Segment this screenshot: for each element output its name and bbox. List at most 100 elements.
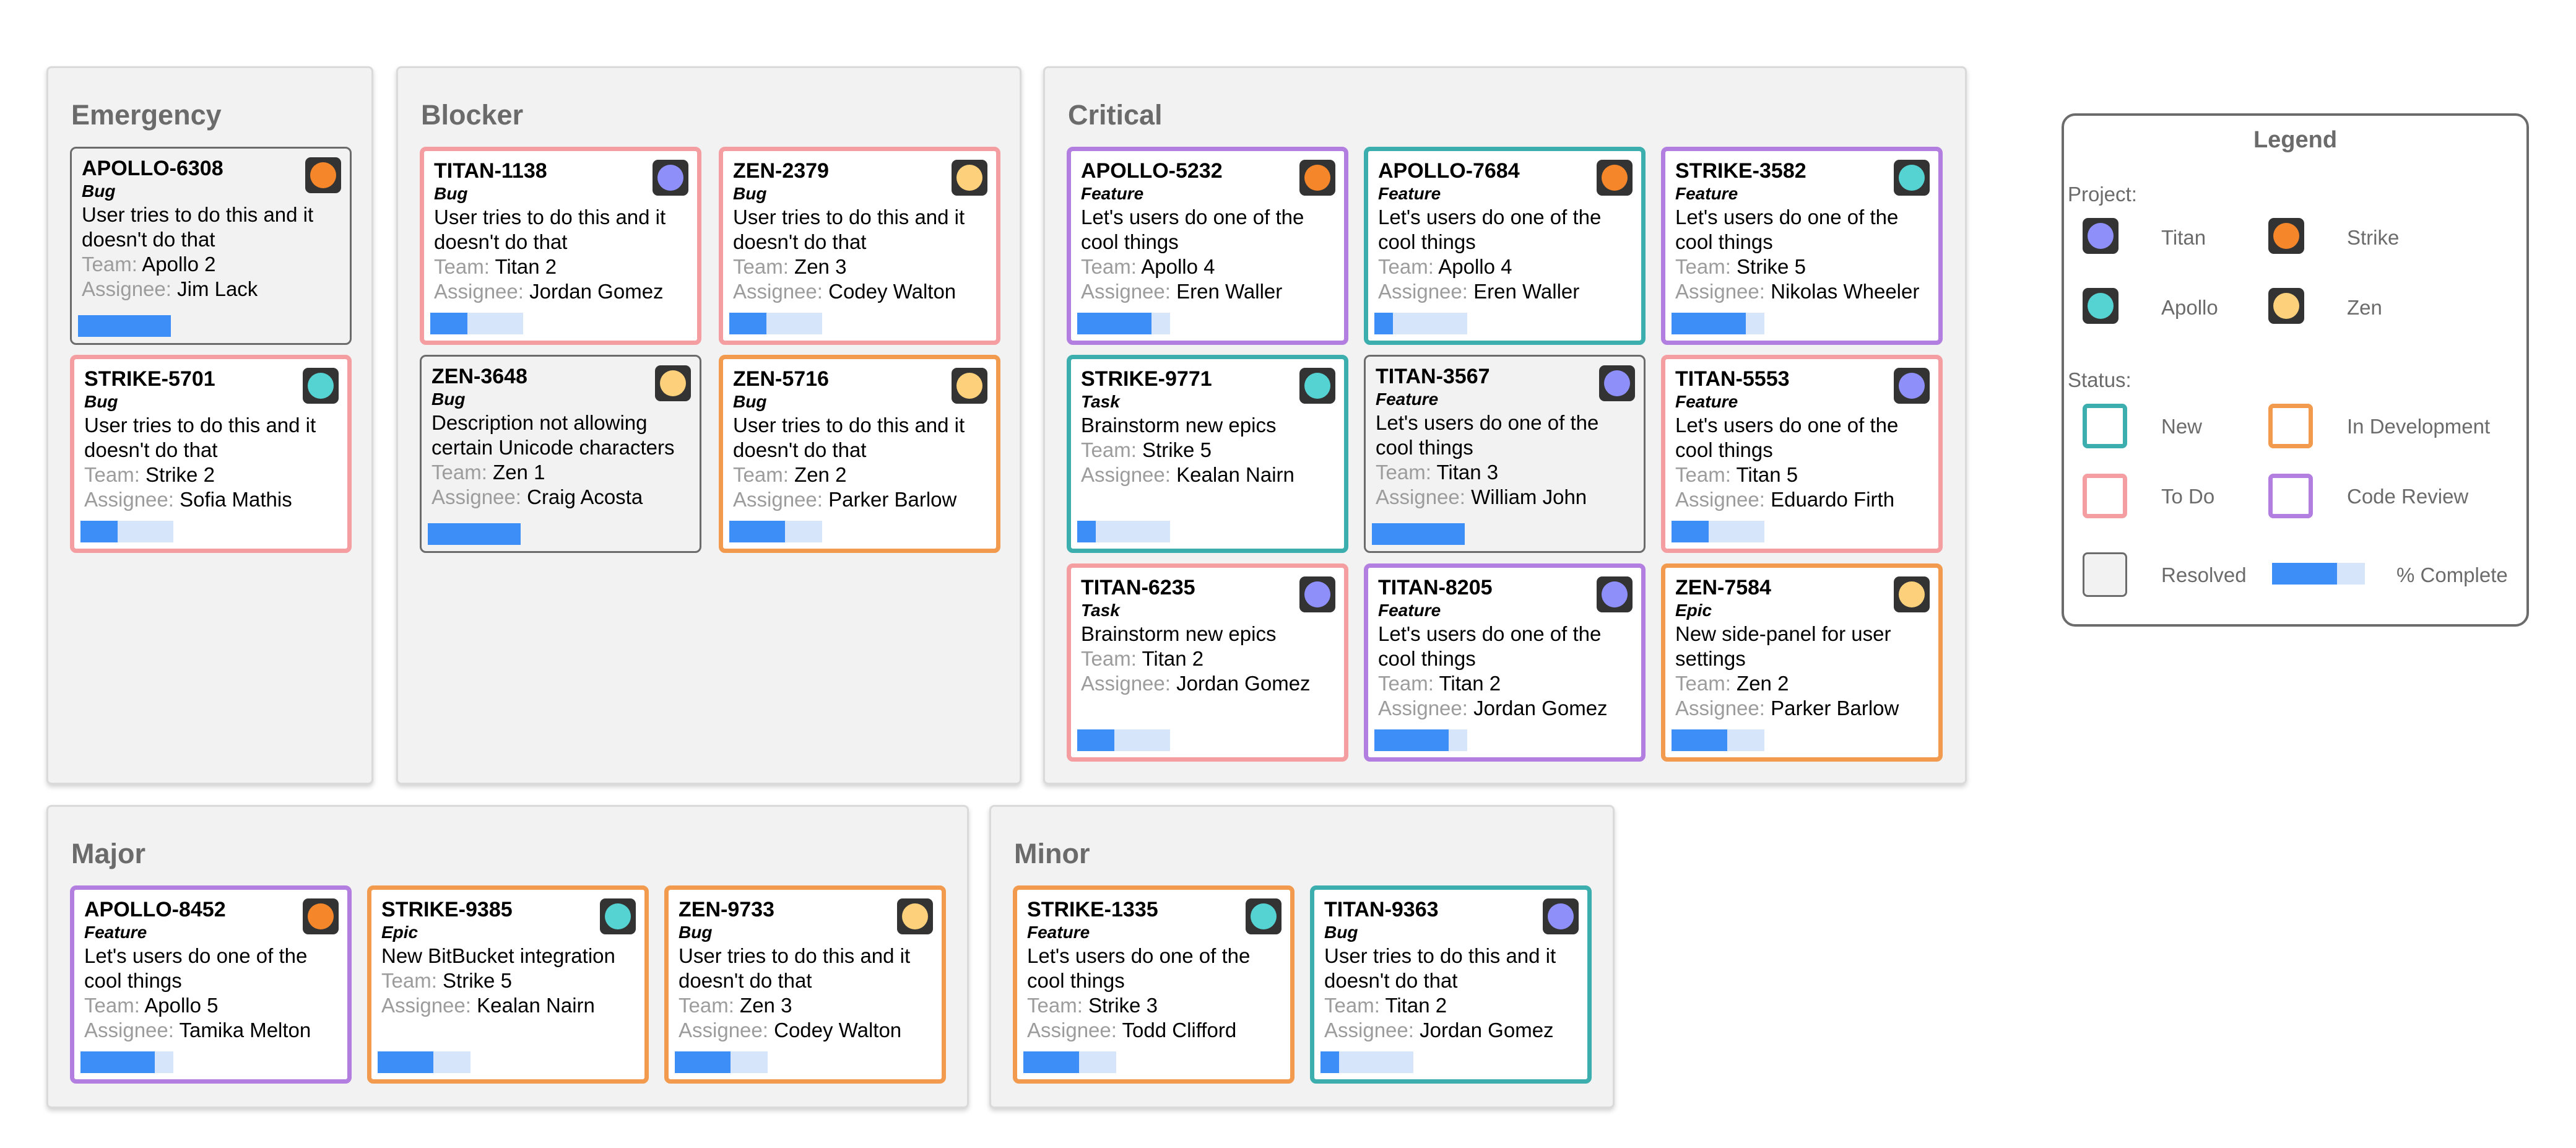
team-label: Team: [1675, 463, 1731, 486]
card-team: Team: Apollo 4 [1081, 254, 1215, 279]
card-team: Team: Strike 5 [1675, 254, 1806, 279]
card-id: STRIKE-9385 [381, 898, 513, 921]
progress-fill [729, 521, 785, 542]
card-assignee: Assignee: Parker Barlow [1675, 696, 1899, 721]
team-value: Titan 5 [1736, 463, 1798, 486]
progress-bar [80, 1051, 173, 1073]
team-value: Strike 5 [1737, 255, 1806, 278]
card-team: Team: Zen 2 [1675, 671, 1789, 696]
card-assignee: Assignee: Todd Clifford [1027, 1018, 1236, 1043]
progress-bar [78, 315, 171, 337]
assignee-value: Jordan Gomez [1176, 672, 1311, 695]
apollo-project-icon [1299, 368, 1335, 404]
card-type: Bug [84, 392, 118, 411]
card-assignee: Assignee: Codey Walton [679, 1018, 901, 1043]
card-team: Team: Apollo 5 [84, 993, 219, 1018]
progress-fill [729, 313, 766, 334]
card-assignee: Assignee: Eren Waller [1081, 279, 1282, 304]
assignee-label: Assignee: [679, 1019, 768, 1041]
card-assignee: Assignee: Jordan Gomez [1378, 696, 1608, 721]
progress-fill [430, 313, 467, 334]
progress-bar [1077, 521, 1170, 542]
team-value: Apollo 4 [1438, 255, 1512, 278]
card-id: ZEN-7584 [1675, 576, 1771, 599]
card-assignee: Assignee: Kealan Nairn [381, 993, 595, 1018]
assignee-label: Assignee: [381, 994, 471, 1017]
card-description: User tries to do this and it doesn't do … [679, 944, 911, 992]
status-code-review-swatch [2268, 474, 2313, 518]
card-team: Team: Titan 5 [1675, 463, 1798, 487]
legend-title: Legend [2253, 127, 2338, 153]
card-assignee: Assignee: Parker Barlow [733, 487, 956, 512]
status-in-development-swatch [2268, 404, 2313, 448]
assignee-value: Jim Lack [177, 277, 258, 300]
assignee-value: Sofia Mathis [180, 488, 292, 511]
zen-project-icon [2268, 288, 2304, 324]
card-assignee: Assignee: Jim Lack [82, 277, 258, 302]
progress-bar [729, 521, 822, 542]
card-description: User tries to do this and it doesn't do … [434, 206, 666, 253]
card-id: TITAN-9363 [1324, 898, 1439, 921]
card-description: User tries to do this and it doesn't do … [733, 206, 965, 253]
progress-bar [1321, 1051, 1413, 1073]
assignee-label: Assignee: [1675, 697, 1765, 720]
card-team: Team: Zen 3 [733, 254, 846, 279]
progress-bar [1374, 313, 1467, 334]
progress-fill [675, 1051, 731, 1073]
titan-project-icon [1894, 368, 1930, 404]
card-id: STRIKE-3582 [1675, 159, 1806, 183]
assignee-label: Assignee: [1027, 1019, 1117, 1041]
team-value: Strike 2 [145, 463, 215, 486]
status-to-do-swatch [2083, 474, 2127, 518]
progress-fill [1077, 729, 1114, 751]
progress-fill [1672, 729, 1727, 751]
card-id: TITAN-8205 [1378, 576, 1493, 599]
progress-fill [1672, 521, 1709, 542]
assignee-label: Assignee: [1081, 463, 1171, 486]
progress-bar [80, 521, 173, 542]
card-id: ZEN-9733 [679, 898, 774, 921]
legend-status-heading: Status: [2068, 368, 2131, 391]
card-assignee: Assignee: Jordan Gomez [1081, 671, 1311, 696]
assignee-label: Assignee: [1675, 488, 1765, 511]
progress-bar [378, 1051, 471, 1073]
apollo-project-icon [1246, 898, 1281, 934]
team-value: Zen 2 [1737, 672, 1789, 695]
card-type: Bug [82, 181, 116, 201]
card-team: Team: Zen 1 [432, 460, 545, 485]
card-team: Team: Apollo 2 [82, 252, 216, 277]
card-team: Team: Strike 3 [1027, 993, 1158, 1018]
assignee-label: Assignee: [1378, 697, 1468, 720]
team-value: Strike 3 [1088, 994, 1158, 1017]
strike-project-icon [305, 157, 341, 193]
card-type: Feature [1027, 923, 1090, 942]
card-description: Brainstorm new epics [1081, 622, 1277, 645]
card-type: Task [1081, 601, 1120, 620]
team-label: Team: [84, 463, 140, 486]
card-description: Let's users do one of the cool things [1376, 411, 1599, 459]
assignee-label: Assignee: [1081, 280, 1171, 303]
card-id: STRIKE-9771 [1081, 367, 1212, 391]
assignee-value: Jordan Gomez [1420, 1019, 1554, 1041]
